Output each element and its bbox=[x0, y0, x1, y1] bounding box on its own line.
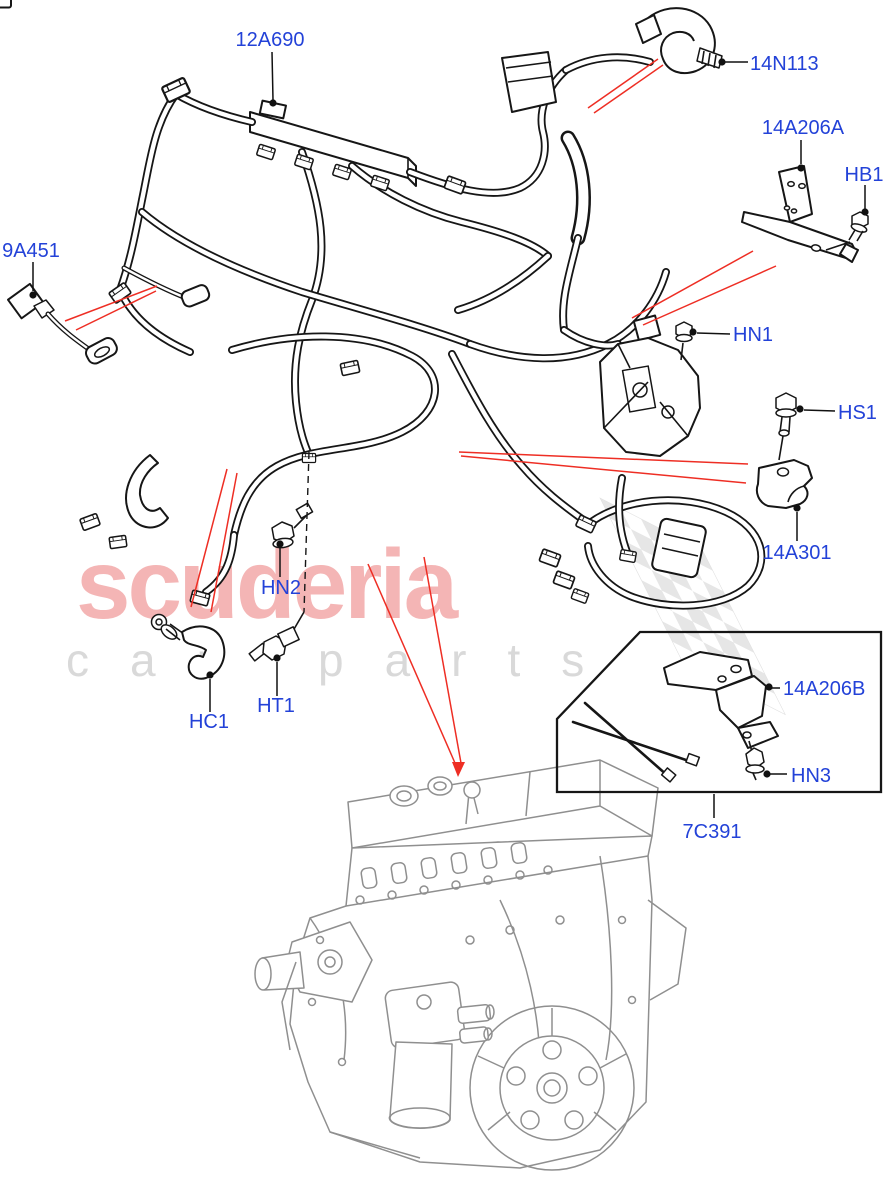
red-arrowhead bbox=[452, 762, 465, 777]
part-label-HB1[interactable]: HB1 bbox=[845, 164, 884, 186]
part-label-HT1[interactable]: HT1 bbox=[257, 695, 295, 717]
bracket-14A301-drawing bbox=[755, 459, 813, 509]
bolt-HS1-drawing bbox=[775, 392, 797, 461]
watermark-word-parts: parts bbox=[318, 634, 625, 686]
label-leaders bbox=[29, 51, 869, 818]
part-label-12A690[interactable]: 12A690 bbox=[236, 29, 305, 51]
wiring-harness-drawing bbox=[0, 0, 766, 610]
part-label-7C391[interactable]: 7C391 bbox=[683, 821, 742, 843]
nut-HN1-drawing bbox=[675, 321, 693, 361]
bracket-14A206B-drawing bbox=[663, 651, 779, 753]
bolt-HN3-drawing bbox=[745, 747, 765, 781]
harness-engine-mount bbox=[599, 314, 701, 457]
part-label-14A206A[interactable]: 14A206A bbox=[762, 117, 845, 139]
part-label-HC1[interactable]: HC1 bbox=[189, 711, 229, 733]
engine-water-pump bbox=[254, 921, 373, 1003]
part-label-14N113[interactable]: 14N113 bbox=[750, 53, 819, 75]
part-label-HS1[interactable]: HS1 bbox=[838, 402, 877, 424]
retainer-14N113-drawing bbox=[635, 7, 723, 75]
part-label-HN2[interactable]: HN2 bbox=[261, 577, 301, 599]
watermark-brand-text: scuderia bbox=[76, 529, 460, 639]
bolt-HB1-drawing bbox=[825, 211, 869, 251]
part-label-14A301[interactable]: 14A301 bbox=[763, 542, 832, 564]
bracket-14A206A-drawing bbox=[741, 165, 859, 263]
part-label-HN1[interactable]: HN1 bbox=[733, 324, 773, 346]
clip-HC1-drawing bbox=[150, 613, 226, 680]
part-label-14A206B[interactable]: 14A206B bbox=[783, 678, 865, 700]
engine-intake-ports bbox=[355, 841, 553, 905]
watermark-word-car: car bbox=[66, 634, 253, 686]
part-label-9A451[interactable]: 9A451 bbox=[2, 240, 60, 262]
engine-drawing bbox=[254, 759, 687, 1171]
sensor-HT1-drawing bbox=[248, 451, 310, 662]
kit-box bbox=[555, 630, 883, 794]
part-number-labels: 12A690 14N113 14A206A HB1 9A451 HN1 HS1 … bbox=[2, 29, 883, 843]
engine-flywheel bbox=[469, 1005, 635, 1171]
harness-connectors bbox=[0, 0, 638, 607]
engine-oil-filter bbox=[384, 981, 495, 1129]
sensor-9A451-drawing bbox=[7, 282, 118, 365]
sensor-lead-in-harness bbox=[121, 265, 211, 308]
part-label-HN3[interactable]: HN3 bbox=[791, 765, 831, 787]
cable-ties bbox=[571, 701, 701, 783]
red-callout-lines bbox=[64, 58, 777, 777]
